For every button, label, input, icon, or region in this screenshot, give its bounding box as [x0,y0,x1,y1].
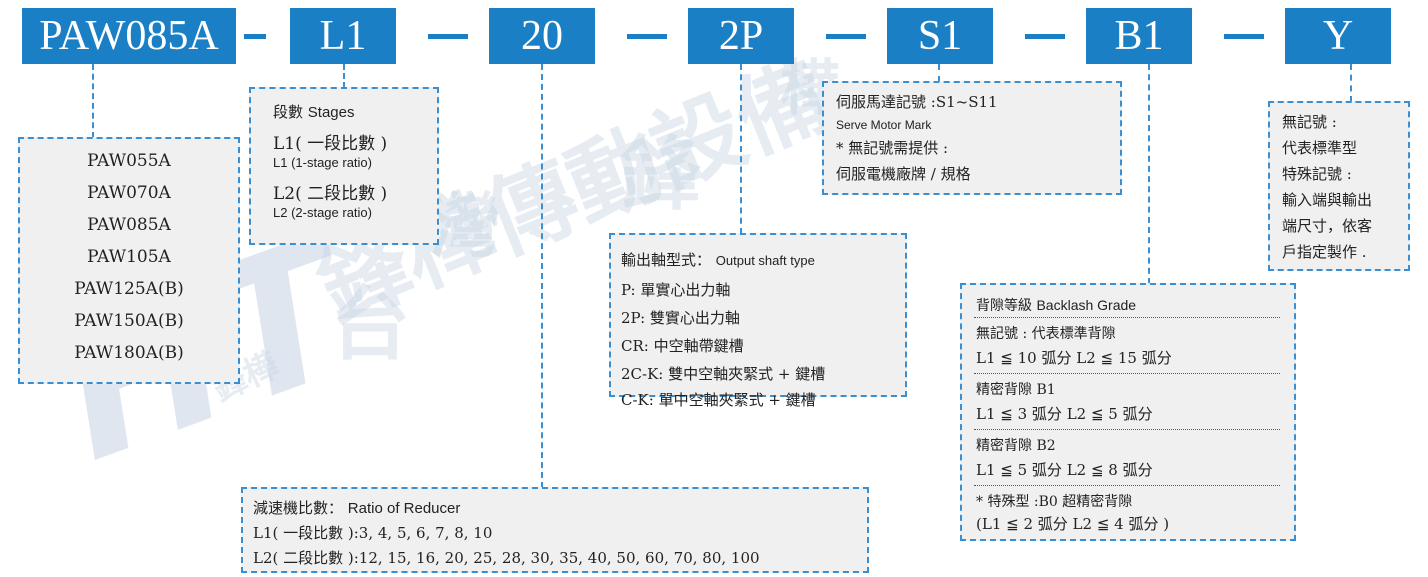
stages-title-zh: 段數 [273,103,304,121]
backlash-divider [974,429,1280,430]
shaft-item: C-K: 單中空軸夾緊式 + 鍵槽 [621,391,816,409]
backlash-row-label: * 特殊型 :B0 超精密背隙 [976,494,1133,510]
code-backlash: B1 [1086,8,1192,64]
backlash-row-value: L1 ≦ 10 弧分 L2 ≦ 15 弧分 [976,349,1172,367]
backlash-title-zh: 背隙等級 [976,298,1032,314]
connector-special [1350,64,1352,102]
shaft-title-en: Output shaft type [715,253,815,268]
backlash-divider [974,485,1280,486]
connector-model [92,64,94,138]
watermark-text: 台 [330,278,410,371]
stages-l1: L1( 一段比數 ) [273,134,388,154]
shaft-item: 2C-K: 雙中空軸夾緊式 + 鍵槽 [621,365,826,383]
model-item: PAW105A [87,247,171,267]
motor-note-spec: 伺服電機廠牌 / 規格 [836,165,971,183]
code-special: Y [1285,8,1391,64]
stages-box: 段數 Stages L1( 一段比數 ) L1 (1-stage ratio) … [249,87,439,245]
code-model: PAW085A [22,8,236,64]
backlash-row-label: 無記號 : 代表標準背隙 [976,326,1116,342]
shaft-item: CR: 中空軸帶鍵槽 [621,337,744,355]
backlash-row-value: L1 ≦ 3 弧分 L2 ≦ 5 弧分 [976,405,1153,423]
motor-note: * 無記號需提供 : [836,139,949,157]
backlash-divider [974,373,1280,374]
shaft-box: 輸出軸型式： Output shaft type P: 單實心出力軸 2P: 雙… [609,233,907,409]
code-separator [1224,34,1264,39]
motor-title-en: Serve Motor Mark [836,118,932,132]
backlash-row-label: 精密背隙 B1 [976,382,1056,398]
model-item: PAW150A(B) [74,311,184,331]
watermark-text: 灣 [430,185,500,267]
model-item: PAW070A [87,183,171,203]
special-line: 戶指定製作 . [1282,243,1367,261]
backlash-row-label: 精密背隙 B2 [976,438,1056,454]
shaft-item: P: 單實心出力軸 [621,281,731,299]
backlash-divider [974,317,1280,318]
connector-backlash [1148,64,1150,284]
backlash-title: 背隙等級 Backlash Grade [976,295,1136,315]
backlash-box: 背隙等級 Backlash Grade 無記號 : 代表標準背隙 L1 ≦ 10… [960,283,1296,541]
code-motor: S1 [887,8,993,64]
stages-title: 段數 Stages [273,101,355,122]
special-line: 代表標準型 [1282,139,1358,157]
connector-shaft [740,64,742,234]
code-separator [627,34,667,39]
connector-motor [938,64,940,82]
model-item: PAW180A(B) [74,343,184,363]
model-list-box: PAW055A PAW070A PAW085A PAW105A PAW125A(… [18,137,240,384]
shaft-title: 輸出軸型式： Output shaft type [621,249,815,270]
ratio-title-en: Ratio of Reducer [347,500,461,517]
special-box: 無記號 : 代表標準型 特殊記號 : 輸入端與輸出 端尺寸，依客 戶指定製作 . [1268,101,1410,271]
ratio-l2: L2( 二段比數 ):12, 15, 16, 20, 25, 28, 30, 3… [253,549,760,567]
special-line: 端尺寸，依客 [1282,217,1373,235]
code-shaft: 2P [688,8,794,64]
code-separator [1025,34,1065,39]
motor-box: 伺服馬達記號 :S1~S11 Serve Motor Mark * 無記號需提供… [822,81,1122,195]
ratio-l1: L1( 一段比數 ):3, 4, 5, 6, 7, 8, 10 [253,524,493,542]
ratio-box: 減速機比數： Ratio of Reducer L1( 一段比數 ):3, 4,… [241,487,869,573]
connector-stages [343,64,345,88]
backlash-title-en: Backlash Grade [1036,297,1137,313]
code-separator [826,34,866,39]
model-item: PAW085A [87,215,171,235]
stages-l1-en: L1 (1-stage ratio) [273,155,372,170]
stages-l2: L2( 二段比數 ) [273,184,388,204]
stages-title-en: Stages [307,104,355,121]
ratio-title-zh: 減速機比數： [253,499,344,517]
special-line: 特殊記號 : [1282,165,1352,183]
code-stages: L1 [290,8,396,64]
code-separator [428,34,468,39]
stages-l2-en: L2 (2-stage ratio) [273,205,372,220]
motor-title: 伺服馬達記號 :S1~S11 [836,93,998,111]
watermark-text: 鋒 [620,128,700,221]
code-separator [244,34,266,39]
backlash-row-value: (L1 ≦ 2 弧分 L2 ≦ 4 弧分 ) [976,515,1170,533]
shaft-title-zh: 輸出軸型式： [621,251,712,269]
shaft-item: 2P: 雙實心出力軸 [621,309,740,327]
model-item: PAW055A [87,151,171,171]
code-ratio: 20 [489,8,595,64]
connector-ratio [541,64,543,488]
ratio-title: 減速機比數： Ratio of Reducer [253,497,460,518]
model-item: PAW125A(B) [74,279,184,299]
special-line: 無記號 : [1282,113,1337,131]
backlash-row-value: L1 ≦ 5 弧分 L2 ≦ 8 弧分 [976,461,1153,479]
special-line: 輸入端與輸出 [1282,191,1373,209]
